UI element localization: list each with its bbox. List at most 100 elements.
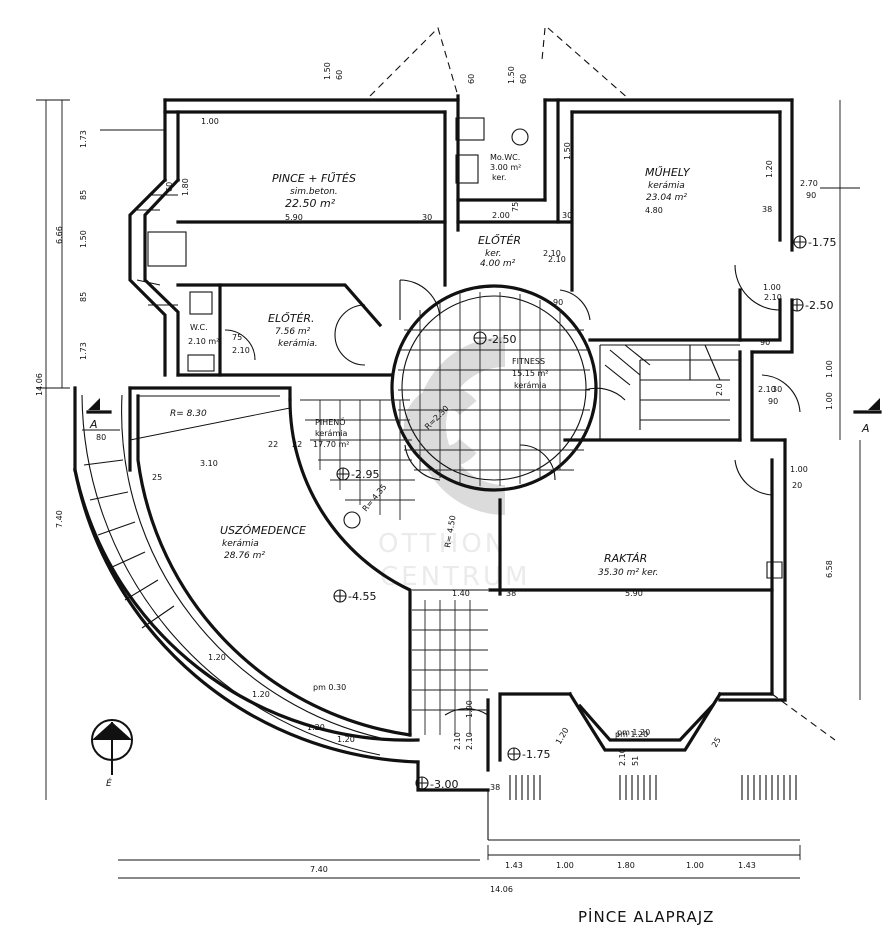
dim-inner: 2.10 <box>543 249 561 258</box>
dim-inner: 5.90 <box>285 213 303 222</box>
section-mark-left: A <box>86 398 112 431</box>
dim-inner: 1.20 <box>208 653 226 662</box>
dim-bottom: 1.43 <box>505 861 523 870</box>
dim-inner: 1.20 <box>307 723 325 732</box>
dim-right: 1.20 <box>765 160 774 178</box>
room-area-wc-left: 2.10 m² <box>188 337 219 346</box>
room-name-wc-top: Mo.WC. <box>490 153 520 162</box>
dim-inner: 60 <box>519 74 528 84</box>
dim-inner: 1.20 <box>554 726 571 746</box>
watermark: OTTHON CENTRUM <box>378 337 527 592</box>
dim-inner: 1.50 <box>507 66 516 84</box>
dim-inner: 1.50 <box>563 142 572 160</box>
dim-inner: pm 0.30 <box>313 683 346 692</box>
room-area-fitness: 15.15 m² <box>512 369 548 378</box>
dim-inner: 60 <box>467 74 476 84</box>
dim-inner: 30 <box>562 211 572 220</box>
dim-right: 1.00 <box>825 392 834 410</box>
dim-inner: pm 1.20 <box>617 728 650 737</box>
dim-inner: 2.10 <box>764 293 782 302</box>
dim-left-lower: 7.40 <box>55 510 64 528</box>
room-name-fitness: FITNESS <box>512 357 545 366</box>
dim-inner: 75 <box>511 202 520 212</box>
dim-inner: 1.00 <box>201 117 219 126</box>
dim-inner: 90 <box>768 397 778 406</box>
dim-inner: 2.10 <box>548 255 566 264</box>
level-marker: -1.75 <box>507 747 550 761</box>
dim-inner: 2.10 <box>758 385 776 394</box>
room-name-raktar: RAKTÁR <box>604 552 647 565</box>
radius-label: R= 8.30 <box>170 409 207 419</box>
room-finish-fitness: kerámia <box>514 381 546 390</box>
dim-inner: 60 <box>165 182 174 192</box>
section-mark-right-label: A <box>861 422 870 435</box>
room-finish-piheno: kerámia <box>315 429 347 438</box>
doors <box>224 264 801 716</box>
dimensions-inner: 5.90 30 4.80 38 2.00 75 30 1.50 2.10 3.1… <box>96 62 808 792</box>
dim-inner: 2.10 <box>453 732 462 750</box>
dim-inner: 25 <box>152 473 162 482</box>
room-area-raktar: 35.30 m² ker. <box>598 568 658 578</box>
exterior-hatching <box>487 775 800 841</box>
room-name-muhely: MŰHELY <box>645 165 691 179</box>
dim-bottom: 1.80 <box>617 861 635 870</box>
level-marker: -2.50 <box>473 331 516 346</box>
dim-inner: 25 <box>710 736 723 749</box>
dim-right: 6.58 <box>825 560 834 578</box>
level-markers: -1.75 -2.50 -2.50 -2.95 -4.55 -1.75 -3.0… <box>333 235 836 791</box>
level-value: -1.75 <box>522 748 550 761</box>
level-value: -3.00 <box>430 778 458 791</box>
stairs <box>81 344 740 756</box>
room-area-pince: 22.50 m² <box>285 197 336 210</box>
room-finish-wc-top: ker. <box>492 173 506 182</box>
level-value: -1.75 <box>808 236 836 249</box>
dim-inner: 2.0 <box>715 383 724 396</box>
north-arrow-label: É <box>106 777 112 789</box>
dim-right: 2.70 <box>800 179 818 188</box>
room-name-pince: PINCE + FŰTÉS <box>272 171 356 185</box>
fitness-room <box>300 284 598 735</box>
dim-inner: 4.80 <box>645 206 663 215</box>
dim-inner: 2.10 <box>465 732 474 750</box>
dim-bottom-left-total: 7.40 <box>310 865 328 874</box>
room-area-muhely: 23.04 m² <box>646 193 687 203</box>
fixtures <box>147 117 783 579</box>
dim-inner: 80 <box>96 433 106 442</box>
dimensions-bottom: 1.43 1.00 1.80 1.00 1.43 7.40 14.06 <box>310 861 756 894</box>
dim-left: 85 <box>79 190 88 200</box>
interior-walls <box>128 98 774 737</box>
dim-bottom: 1.43 <box>738 861 756 870</box>
level-value: -4.55 <box>348 590 376 603</box>
radius-label: R= 4.35 <box>361 483 389 514</box>
level-value: -2.95 <box>351 468 379 481</box>
dim-inner: pm 1.20 <box>615 730 648 739</box>
dim-inner: 30 <box>422 213 432 222</box>
level-marker: -4.55 <box>333 589 376 603</box>
room-finish-uszomedence: kerámia <box>222 539 259 549</box>
room-name-uszomedence: USZÓMEDENCE <box>220 524 306 537</box>
room-labels: PINCE + FŰTÉS sim.beton. 22.50 m² Mo.WC.… <box>188 153 691 578</box>
room-area-wc-top: 3.00 m² <box>490 163 521 172</box>
room-name-eloter-top: ELŐTÉR <box>478 233 521 247</box>
dim-inner: 2.10 <box>232 346 250 355</box>
dim-inner: 2.00 <box>492 211 510 220</box>
room-name-wc-left: W.C. <box>190 323 208 332</box>
room-area-piheno: 17.70 m² <box>313 440 349 449</box>
room-area-eloter-top: 4.00 m² <box>480 259 516 269</box>
level-marker: -2.95 <box>336 467 379 481</box>
watermark-line1: OTTHON <box>378 529 507 559</box>
dim-inner: 3.10 <box>200 459 218 468</box>
room-area-eloter-left: 7.56 m² <box>275 327 311 337</box>
room-finish-pince: sim.beton. <box>290 187 338 197</box>
room-name-eloter-left: ELŐTÉR. <box>268 311 315 325</box>
level-value: -2.50 <box>805 299 833 312</box>
dim-inner: 5.90 <box>625 589 643 598</box>
dimension-lines <box>36 99 861 879</box>
dim-bottom-overall: 14.06 <box>490 885 513 894</box>
dim-inner: 60 <box>335 70 344 80</box>
dim-inner: 38 <box>506 589 516 598</box>
level-marker: -3.00 <box>415 776 458 791</box>
room-finish-muhely: kerámia <box>648 181 685 191</box>
dim-inner: 1.50 <box>323 62 332 80</box>
